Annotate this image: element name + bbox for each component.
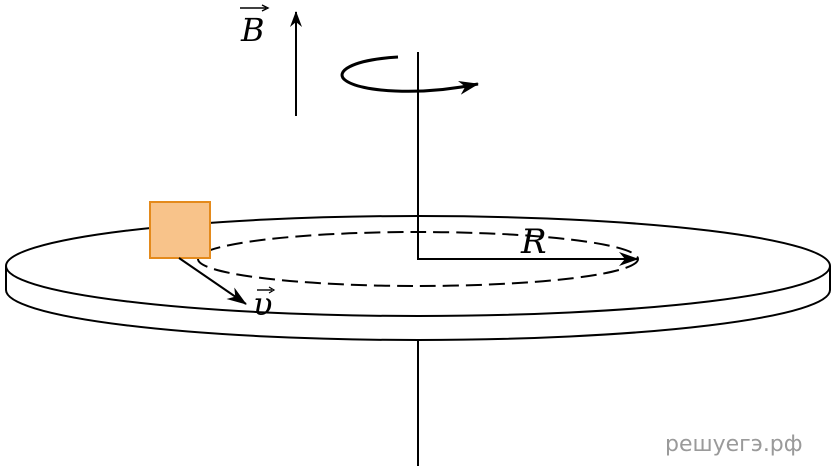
rotation-direction-arrow (340, 55, 479, 95)
block (149, 201, 211, 259)
field-label-vector-tip (261, 4, 270, 12)
velocity-arrow (178, 257, 247, 305)
velocity-label-vector-tip (268, 286, 276, 294)
field-label: B (240, 11, 265, 49)
radius-label: R (520, 222, 547, 262)
watermark: решуегэ.рф (665, 432, 803, 457)
velocity-label: υ (253, 285, 272, 323)
